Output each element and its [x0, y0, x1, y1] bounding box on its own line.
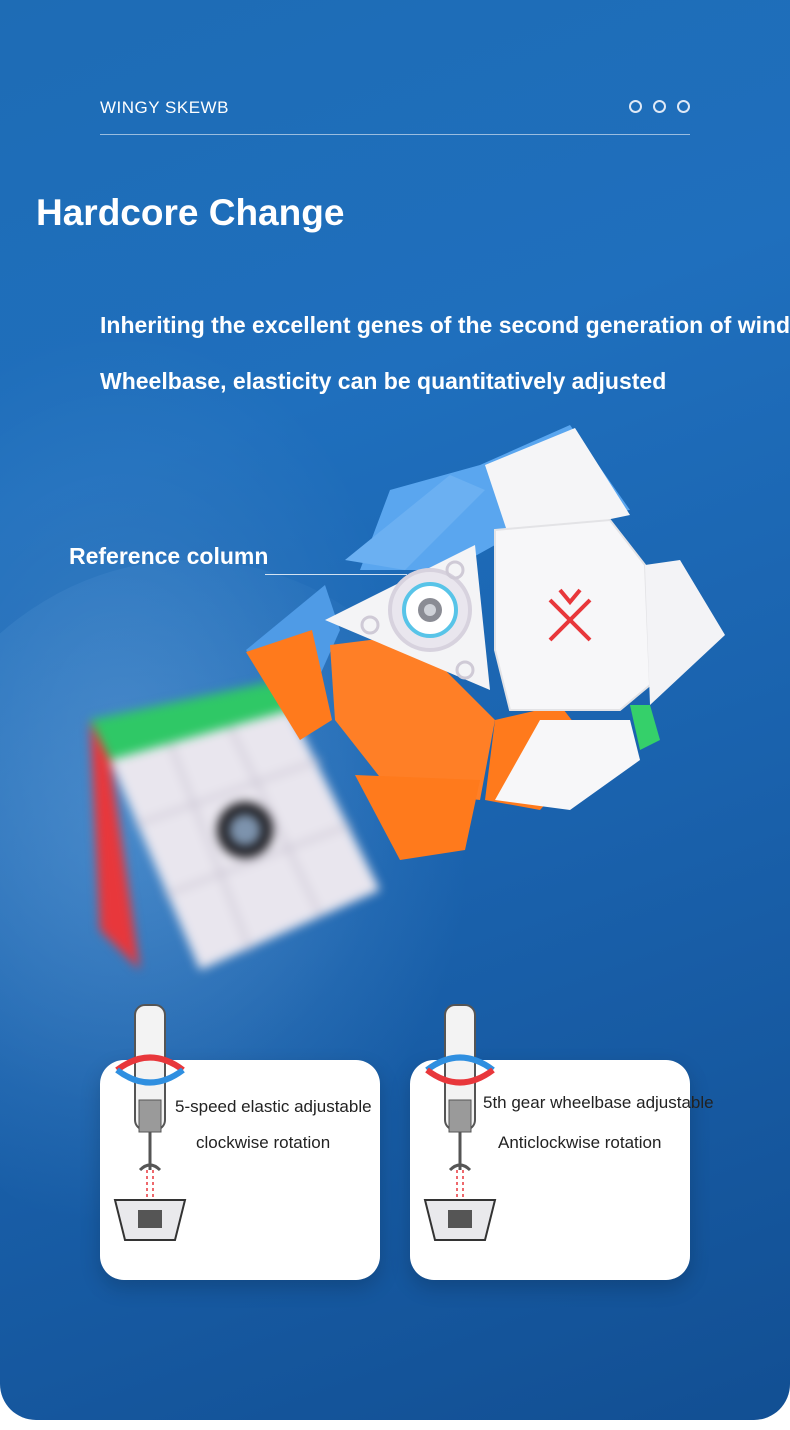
skewb-cube-image — [246, 425, 725, 860]
description-line-1: Inheriting the excellent genes of the se… — [100, 312, 790, 338]
callout-line — [265, 574, 407, 575]
card-subtitle: clockwise rotation — [196, 1133, 331, 1152]
dot-icon — [629, 100, 642, 113]
reference-column-label: Reference column — [69, 543, 269, 569]
top-bar: WINGY SKEWB — [100, 96, 690, 135]
dot-icon — [677, 100, 690, 113]
screwdriver-icon — [423, 1004, 497, 1241]
brand-label: WINGY SKEWB — [100, 98, 229, 117]
card-title: 5th gear wheelbase adjustable — [483, 1093, 714, 1112]
screwdriver-icon — [113, 1004, 187, 1241]
blurred-cube-image — [90, 680, 380, 970]
page-title: Hardcore Change — [36, 192, 345, 233]
dot-icon — [653, 100, 666, 113]
card-title: 5-speed elastic adjustable — [175, 1097, 372, 1116]
card-subtitle: Anticlockwise rotation — [498, 1133, 662, 1152]
dots-indicator — [629, 100, 690, 113]
description-line-2: Wheelbase, elasticity can be quantitativ… — [100, 368, 667, 394]
